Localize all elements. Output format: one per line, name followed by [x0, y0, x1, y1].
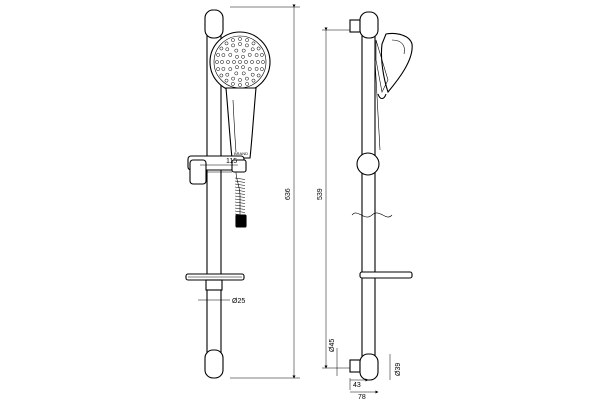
hose-coil-line [234, 207, 246, 210]
nozzle-dot [220, 60, 224, 64]
nozzle-dot [228, 53, 233, 57]
dim-39-label: Ø39 [395, 363, 402, 376]
nozzle-dot [216, 67, 220, 71]
nozzle-dot [254, 53, 259, 57]
front-top-cap [204, 9, 224, 39]
nozzle-dot [231, 76, 235, 81]
hose-coil-line [234, 180, 246, 183]
dim-43-label: 43 [353, 382, 361, 389]
nozzle-dot [251, 78, 256, 83]
side-rail-bar [361, 17, 376, 364]
hose-coil-line [234, 177, 246, 180]
dim-25-label: Ø25 [232, 298, 245, 305]
nozzle-dot [244, 60, 248, 64]
nozzle-dot [215, 60, 219, 64]
nozzle-dot [225, 47, 230, 52]
nozzle-dot [245, 38, 249, 42]
dim-45-label: Ø45 [329, 339, 336, 352]
nozzle-dot [228, 67, 233, 71]
dim-78-label: 78 [358, 394, 366, 400]
front-hose-coils [234, 177, 246, 216]
nozzle-dot [226, 60, 230, 64]
hose-coil-line [234, 195, 246, 198]
nozzle-dot [221, 53, 226, 57]
nozzle-dot [238, 83, 242, 87]
front-slider-clamp [187, 155, 247, 185]
hose-coil-line [234, 210, 246, 213]
dim-539-label: 539 [317, 188, 324, 200]
nozzle-dot [234, 48, 239, 53]
nozzle-dot [219, 73, 224, 78]
nozzle-dot [241, 65, 245, 70]
hose-coil-line [234, 186, 246, 189]
nozzle-dot [250, 72, 255, 77]
nozzle-dot [260, 53, 264, 57]
nozzle-dot [234, 71, 239, 76]
nozzle-dot [231, 38, 235, 42]
side-top-cap [359, 11, 379, 39]
front-nozzle-pattern [215, 37, 265, 87]
nozzle-dot [241, 48, 246, 53]
nozzle-dot [245, 82, 249, 86]
dim-115-label: 115 [226, 158, 237, 165]
nozzle-dot [238, 60, 242, 64]
nozzle-dot [225, 72, 230, 77]
front-hand-shower: BRAND [209, 31, 271, 159]
nozzle-dot [221, 67, 226, 71]
nozzle-dot [238, 42, 242, 46]
hose-coil-line [234, 189, 246, 192]
nozzle-dot [241, 71, 246, 76]
nozzle-dot [235, 54, 239, 59]
nozzle-dot [238, 78, 242, 82]
front-logo-text: BRAND [234, 151, 248, 156]
nozzle-dot [247, 67, 252, 71]
side-soap-dish [359, 271, 413, 279]
front-bottom-cap [204, 349, 224, 379]
side-hand-shower [374, 32, 413, 151]
side-break-mark [351, 212, 393, 218]
hose-coil-line [234, 198, 246, 201]
hose-coil-line [234, 192, 246, 195]
nozzle-dot [260, 67, 264, 71]
nozzle-dot [256, 60, 260, 64]
front-view: BRAND 115 Ø25 636 [185, 4, 300, 379]
front-hose [234, 171, 247, 228]
nozzle-dot [251, 41, 256, 46]
nozzle-dot [232, 60, 236, 64]
nozzle-dot [245, 76, 249, 81]
hose-coil-line [234, 204, 246, 207]
dim-636-label: 636 [285, 188, 292, 200]
nozzle-dot [250, 60, 254, 64]
nozzle-dot [219, 46, 224, 51]
nozzle-dot [216, 53, 220, 57]
nozzle-dot [224, 78, 229, 83]
nozzle-dot [256, 46, 261, 51]
nozzle-dot [247, 53, 252, 57]
nozzle-dot [235, 65, 239, 70]
nozzle-dot [261, 60, 265, 64]
front-soap-dish [185, 273, 245, 291]
nozzle-dot [254, 67, 259, 71]
side-slider-clamp [356, 152, 380, 176]
nozzle-dot [250, 47, 255, 52]
nozzle-dot [231, 43, 235, 48]
nozzle-dot [245, 43, 249, 48]
nozzle-dot [256, 73, 261, 78]
nozzle-dot [224, 41, 229, 46]
side-bottom-cap [359, 353, 379, 381]
nozzle-dot [231, 82, 235, 86]
nozzle-dot [238, 37, 242, 41]
side-view: 539 Ø45 Ø39 43 78 [317, 11, 413, 401]
nozzle-dot [241, 54, 245, 59]
hose-coil-line [234, 201, 246, 204]
hose-coil-line [234, 183, 246, 186]
